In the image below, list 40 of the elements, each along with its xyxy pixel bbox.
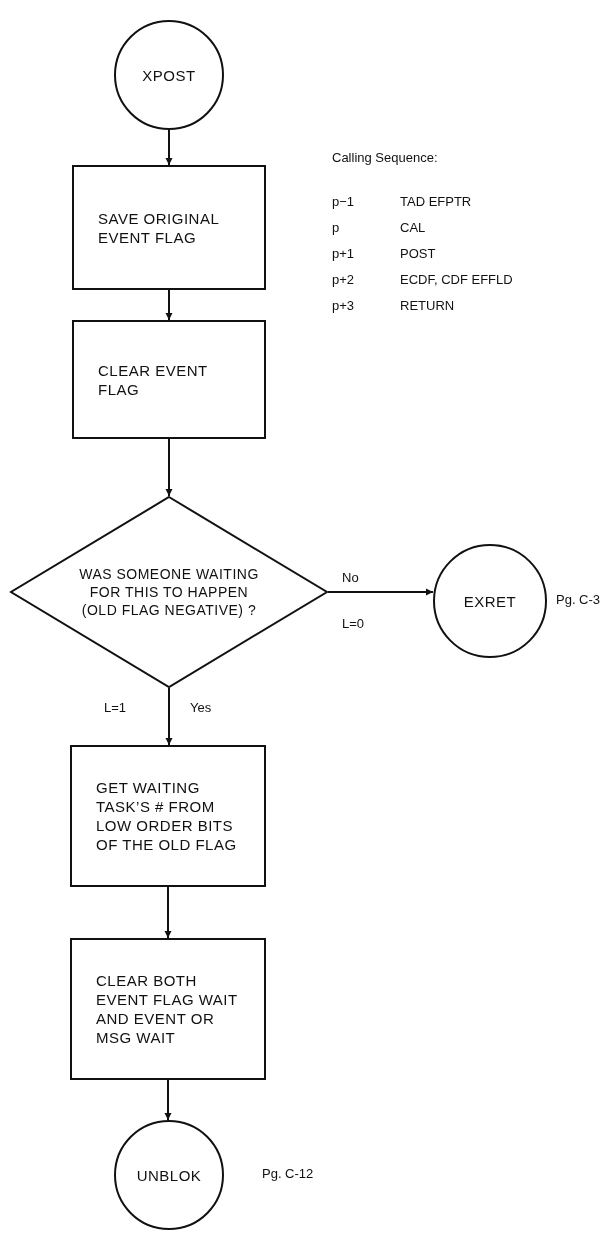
instruction-text: CAL <box>400 220 426 235</box>
connector-circle <box>433 544 547 658</box>
arrow <box>165 687 173 746</box>
arrow <box>327 588 434 596</box>
instruction-text: RETURN <box>400 298 455 313</box>
node-text: WAS SOMEONE WAITING FOR THIS TO HAPPEN (OLD FLAG NEGATIVE) ? <box>79 565 259 619</box>
arrow <box>164 1079 172 1121</box>
decision-diamond <box>10 496 328 688</box>
connector-circle <box>114 1120 224 1230</box>
process-box <box>72 320 266 439</box>
node-text: CLEAR EVENT FLAG <box>98 360 209 399</box>
instruction-text: ECDF, CDF EFFLD <box>400 272 513 287</box>
instruction-text: TAD EFPTR <box>400 194 472 209</box>
address-label: p+2 <box>332 272 355 287</box>
edge-label: No <box>342 570 359 585</box>
heading-text: Calling Sequence: <box>332 150 438 165</box>
node-text: GET WAITING TASK’S # FROM LOW ORDER BITS OF THE OLD FLAG <box>96 778 238 854</box>
address-label: p+1 <box>332 246 355 261</box>
address-label: p+3 <box>332 298 355 313</box>
edge-label: Yes <box>190 700 212 715</box>
process-box <box>70 745 266 887</box>
page-reference: Pg. C-3 <box>556 592 601 607</box>
node-text: XPOST <box>142 65 196 85</box>
arrow <box>165 129 173 166</box>
arrow <box>164 886 172 939</box>
condition-label: L=1 <box>104 700 127 715</box>
node-text: UNBLOK <box>136 1165 202 1185</box>
condition-label: L=0 <box>342 616 365 631</box>
arrow <box>165 289 173 321</box>
node-text: EXRET <box>463 591 517 611</box>
page-reference: Pg. C-12 <box>262 1166 314 1181</box>
address-label: p <box>332 220 340 235</box>
process-box <box>70 938 266 1080</box>
instruction-text: POST <box>400 246 436 261</box>
node-text: CLEAR BOTH EVENT FLAG WAIT AND EVENT OR MSG WAIT <box>96 971 239 1047</box>
node-text: SAVE ORIGINAL EVENT FLAG <box>98 208 220 247</box>
address-label: p−1 <box>332 194 355 209</box>
arrow <box>165 438 173 497</box>
connector-circle <box>114 20 224 130</box>
process-box <box>72 165 266 290</box>
